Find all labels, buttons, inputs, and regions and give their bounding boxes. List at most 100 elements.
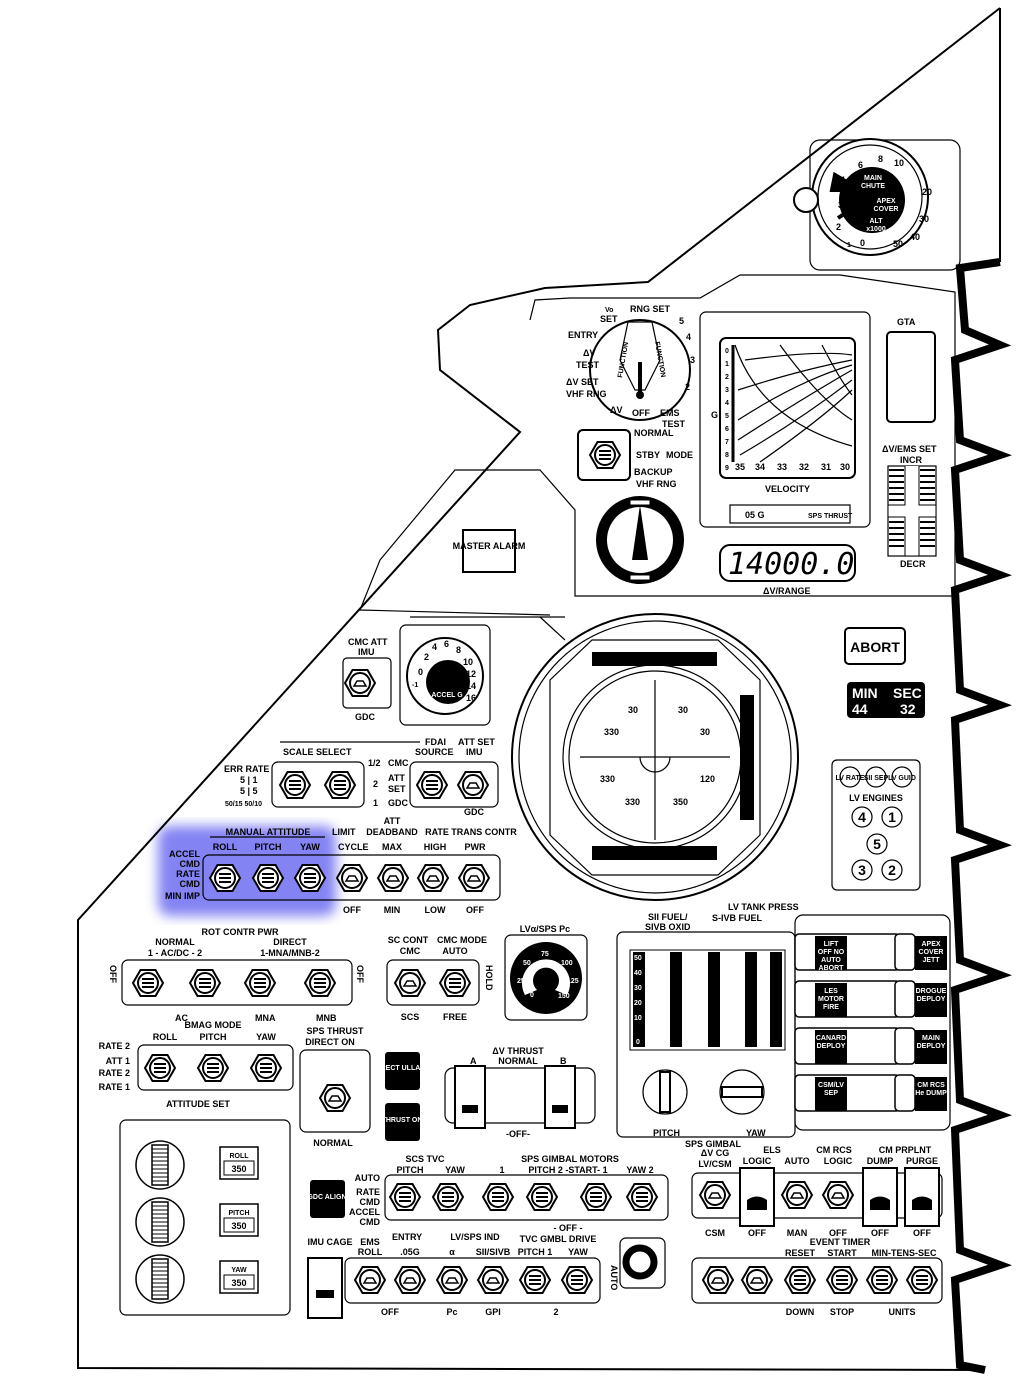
trans-contr-pwr-switch[interactable] (457, 864, 491, 892)
delta-v-thrust-b-guard[interactable] (544, 1065, 576, 1129)
gdc-align-button[interactable]: GDC ALIGN (307, 1180, 347, 1218)
thrust-on-button[interactable]: THRUST ON (382, 1103, 423, 1141)
panel-label: COVER (874, 206, 899, 213)
manual-attitude-pitch-switch[interactable] (251, 864, 285, 892)
bmag-yaw-switch[interactable] (249, 1054, 283, 1082)
tvc-yaw-switch[interactable] (560, 1266, 594, 1294)
axis-label: PITCH (229, 1210, 250, 1217)
els-auto-switch[interactable] (780, 1181, 814, 1209)
sps-thrust-direct-on-switch[interactable] (318, 1084, 352, 1112)
panel-label: 32 (799, 462, 809, 472)
panel-graphic (386, 959, 480, 1006)
gimbal-pitch-1-switch[interactable] (481, 1183, 515, 1211)
rot-contr-direct-2-switch[interactable] (303, 969, 337, 997)
panel-label: NORMAL (313, 1138, 353, 1148)
gimbal-yaw-1-switch[interactable] (579, 1183, 613, 1211)
panel-label: 3 (690, 355, 695, 365)
panel-label: RATE (356, 1187, 380, 1197)
els-logic-guarded-switch[interactable] (739, 1167, 775, 1227)
panel-label: HOLD (484, 965, 494, 991)
panel-label: 125 (567, 978, 579, 985)
attitude-set-yaw-thumbwheel[interactable] (135, 1254, 185, 1304)
els-light-label: OFF NO (818, 949, 845, 956)
05g-switch[interactable] (393, 1266, 427, 1294)
delta-v-ems-set-thumbwheel[interactable] (887, 465, 937, 557)
ems-function-dial[interactable]: Vo SET RNG SET 5 4 3 2 ENTRY ΔV TEST ΔV … (566, 304, 695, 429)
scs-tvc-yaw-switch[interactable] (431, 1183, 465, 1211)
fdai-scale-switch[interactable] (278, 771, 312, 799)
bmag-roll-switch[interactable] (143, 1054, 177, 1082)
att-set-switch[interactable] (456, 771, 490, 799)
panel-label: OFF (748, 1228, 766, 1238)
panel-label: PITCH (200, 1032, 227, 1042)
rotary-knob[interactable] (622, 1244, 658, 1280)
panel-label: YAW (445, 1165, 465, 1175)
event-timer-units-switch[interactable] (905, 1266, 939, 1294)
panel-label: 10 (634, 1015, 642, 1022)
event-timer-2-switch[interactable] (740, 1266, 774, 1294)
rot-contr-normal-1-switch[interactable] (131, 969, 165, 997)
cm-rcs-logic-switch[interactable] (821, 1181, 855, 1209)
limit-cycle-switch[interactable] (335, 864, 369, 892)
panel-label: LVα/SPS Pc (520, 924, 570, 934)
panel-label: -OFF- (506, 1129, 530, 1139)
rate-switch[interactable] (416, 864, 450, 892)
panel-label: CMC ATT (348, 637, 388, 647)
scs-tvc-pitch-switch[interactable] (388, 1183, 422, 1211)
lv-alpha-switch[interactable] (435, 1266, 469, 1294)
direct-ullage-button[interactable]: DIRECT ULLAGE (374, 1052, 431, 1090)
cmc-mode-switch[interactable] (438, 969, 472, 997)
attitude-set-pitch-thumbwheel[interactable] (135, 1197, 185, 1247)
delta-v-thrust-a-guard[interactable] (454, 1065, 486, 1129)
event-timer-reset-switch[interactable] (783, 1266, 817, 1294)
imu-cage-guard[interactable] (307, 1257, 343, 1319)
panel-label: 5 | 1 (240, 775, 258, 785)
att-deadband-switch[interactable] (376, 864, 410, 892)
panel-label: 4 (432, 642, 437, 652)
panel-label: GDC (355, 712, 376, 722)
manual-attitude-yaw-switch[interactable] (293, 864, 327, 892)
els-light-label: LES (824, 988, 838, 995)
tvc-pitch-switch[interactable] (518, 1266, 552, 1294)
master-alarm-button[interactable] (462, 529, 516, 573)
event-timer-1-switch[interactable] (701, 1266, 735, 1294)
cm-prplnt-dump-guarded-switch[interactable] (862, 1167, 898, 1227)
event-timer-start-switch[interactable] (825, 1266, 859, 1294)
cm-prplnt-purge-guarded-switch[interactable] (904, 1167, 940, 1227)
panel-label: 5 | 5 (240, 786, 258, 796)
panel-label: CMC (400, 946, 421, 956)
gimbal-pitch-2-switch[interactable] (525, 1183, 559, 1211)
attitude-set-roll-thumbwheel[interactable] (135, 1140, 185, 1190)
panel-label: ACCEL G (431, 692, 463, 699)
panel-label: 16 (466, 693, 476, 703)
panel-label: 2 (373, 779, 378, 789)
axis-label: ROLL (229, 1153, 249, 1160)
ems-mode-switch[interactable] (588, 441, 622, 469)
manual-attitude-roll-switch[interactable] (208, 864, 242, 892)
panel-label: CMD (360, 1197, 381, 1207)
panel-label: OFF (108, 965, 118, 983)
event-timer-min-switch[interactable] (865, 1266, 899, 1294)
fdai-source-switch[interactable] (415, 771, 449, 799)
cmc-att-switch[interactable] (343, 669, 377, 697)
panel-graphic (444, 1067, 596, 1124)
rot-contr-direct-1-switch[interactable] (243, 969, 277, 997)
ems-roll-switch[interactable] (353, 1266, 387, 1294)
fdai-select-switch[interactable] (323, 771, 357, 799)
dv-cg-switch[interactable] (698, 1181, 732, 1209)
sc-cont-switch[interactable] (393, 969, 427, 997)
sii-sivb-switch[interactable] (476, 1266, 510, 1294)
bmag-pitch-switch[interactable] (196, 1054, 230, 1082)
gimbal-yaw-2-switch[interactable] (625, 1183, 659, 1211)
panel-label: 10 (894, 158, 904, 168)
panel-label: CMD (360, 1217, 381, 1227)
rot-contr-normal-2-switch[interactable] (188, 969, 222, 997)
